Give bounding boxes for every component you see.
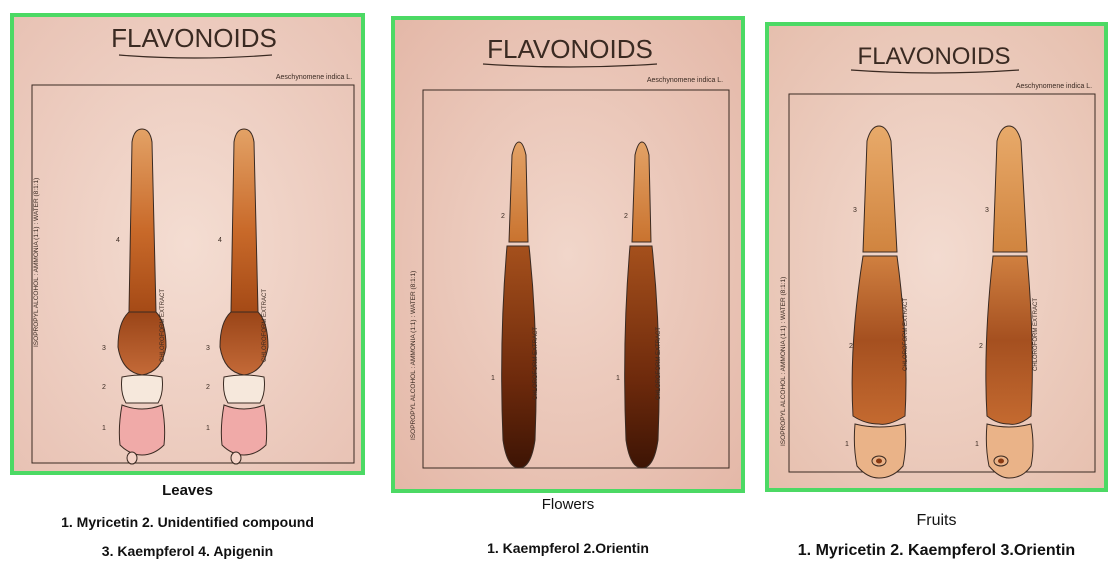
species-label: Aeschynomene indica L. — [647, 77, 723, 84]
band-mark-3: 3 — [102, 345, 106, 352]
species-label: Aeschynomene indica L. — [1016, 83, 1092, 90]
lane-extract-label: CHLOROFORM EXTRACT — [262, 289, 268, 362]
caption-leaves-line-2: 3. Kaempferol 4. Apigenin — [10, 543, 365, 559]
lane-extract-label: CHLOROFORM EXTRACT — [903, 298, 909, 371]
caption-fruits-title: Fruits — [765, 512, 1108, 530]
band-mark-1: 1 — [616, 375, 620, 382]
lane-extract-label: CHLOROFORM EXTRACT — [656, 327, 662, 400]
tlc-panel-fruits: FLAVONOIDS Aeschynomene indica L. ISOPRO… — [765, 22, 1108, 492]
band-mark-2: 2 — [206, 384, 210, 391]
tlc-plate-leaves: FLAVONOIDS Aeschynomene indica L. ISOPRO… — [14, 17, 361, 471]
plate-heading: FLAVONOIDS — [858, 43, 1011, 70]
band-mark-3: 3 — [206, 345, 210, 352]
solvent-system-label: ISOPROPYL ALCOHOL : AMMONIA (1:1) : WATE… — [33, 178, 40, 347]
band-mark-1: 1 — [102, 425, 106, 432]
lane-extract-label: CHLOROFORM EXTRACT — [1033, 298, 1039, 371]
band-mark-2: 2 — [624, 213, 628, 220]
caption-flowers-line-1: 1. Kaempferol 2.Orientin — [391, 540, 745, 556]
caption-leaves-title: Leaves — [10, 482, 365, 499]
plate-heading: FLAVONOIDS — [487, 34, 653, 64]
band-mark-2: 2 — [849, 343, 853, 350]
band-mark-1: 1 — [206, 425, 210, 432]
tlc-plate-flowers: FLAVONOIDS Aeschynomene indica L. ISOPRO… — [395, 20, 741, 489]
band-mark-1: 1 — [491, 375, 495, 382]
band-mark-4: 4 — [218, 237, 222, 244]
lane-extract-label: CHLOROFORM EXTRACT — [533, 327, 539, 400]
band-mark-2: 2 — [102, 384, 106, 391]
band-mark-2: 2 — [501, 213, 505, 220]
lane-extract-label: CHLOROFORM EXTRACT — [160, 289, 166, 362]
band-mark-3: 3 — [853, 207, 857, 214]
band-mark-1: 1 — [845, 441, 849, 448]
solvent-system-label: ISOPROPYL ALCOHOL : AMMONIA (1:1) : WATE… — [410, 271, 417, 440]
caption-leaves-line-1: 1. Myricetin 2. Unidentified compound — [10, 514, 365, 530]
solvent-system-label: ISOPROPYL ALCOHOL : AMMONIA (1:1) : WATE… — [780, 277, 787, 446]
band-mark-2: 2 — [979, 343, 983, 350]
tlc-plate-fruits: FLAVONOIDS Aeschynomene indica L. ISOPRO… — [769, 26, 1104, 488]
band-mark-3: 3 — [985, 207, 989, 214]
caption-flowers-title: Flowers — [391, 496, 745, 513]
band-mark-1: 1 — [975, 441, 979, 448]
tlc-panel-leaves: FLAVONOIDS Aeschynomene indica L. ISOPRO… — [10, 13, 365, 475]
band-mark-4: 4 — [116, 237, 120, 244]
species-label: Aeschynomene indica L. — [276, 74, 352, 81]
plate-heading: FLAVONOIDS — [111, 23, 277, 53]
tlc-panel-flowers: FLAVONOIDS Aeschynomene indica L. ISOPRO… — [391, 16, 745, 493]
caption-fruits-line-1: 1. Myricetin 2. Kaempferol 3.Orientin — [765, 542, 1108, 560]
